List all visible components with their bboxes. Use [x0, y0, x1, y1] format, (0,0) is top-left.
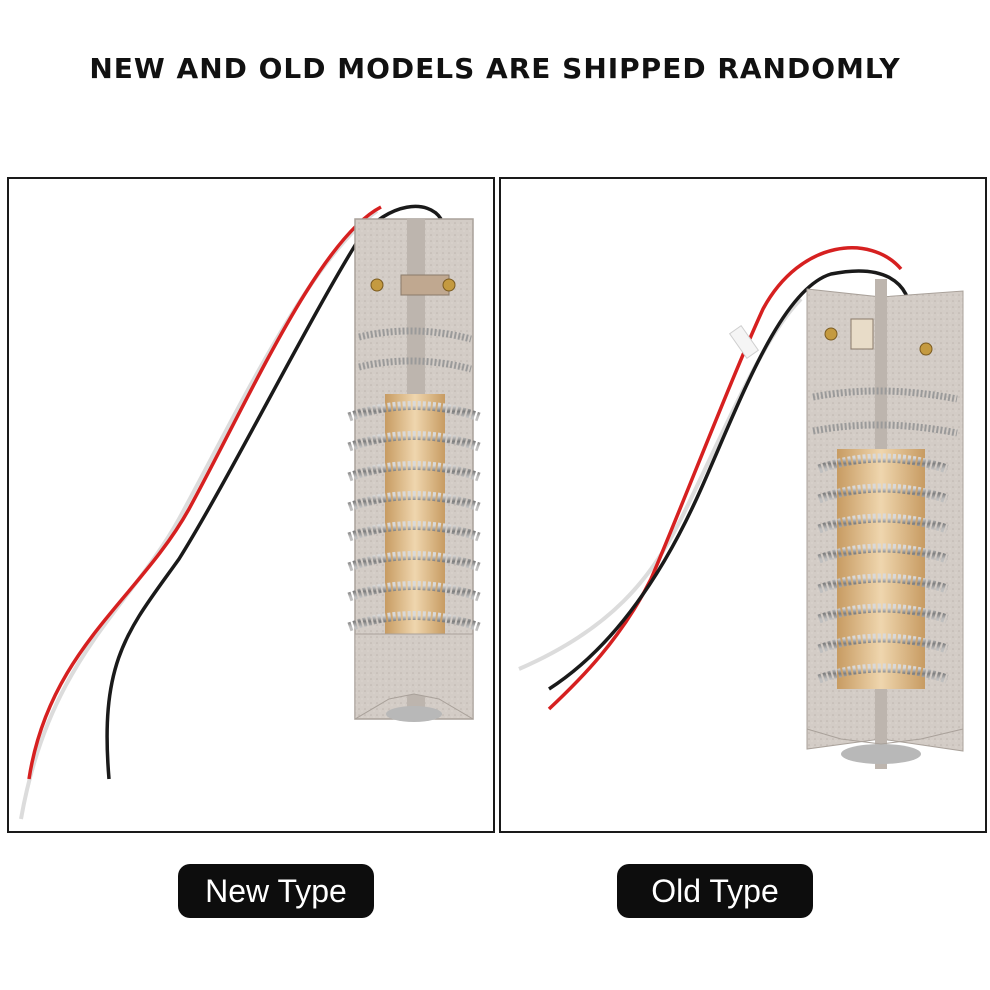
new-type-label: New Type	[178, 864, 374, 918]
old-type-label: Old Type	[617, 864, 813, 918]
new-type-image-panel	[7, 177, 495, 833]
new-type-heating-element-illustration	[19, 204, 481, 820]
page-headline: NEW AND OLD MODELS ARE SHIPPED RANDOMLY	[89, 52, 901, 85]
black-wire	[105, 204, 443, 780]
old-type-image-panel	[499, 177, 987, 833]
white-wire	[518, 297, 803, 671]
red-wire	[547, 246, 903, 711]
red-wire	[27, 205, 382, 780]
old-type-heating-element-illustration	[518, 246, 964, 769]
black-wire	[548, 269, 913, 691]
